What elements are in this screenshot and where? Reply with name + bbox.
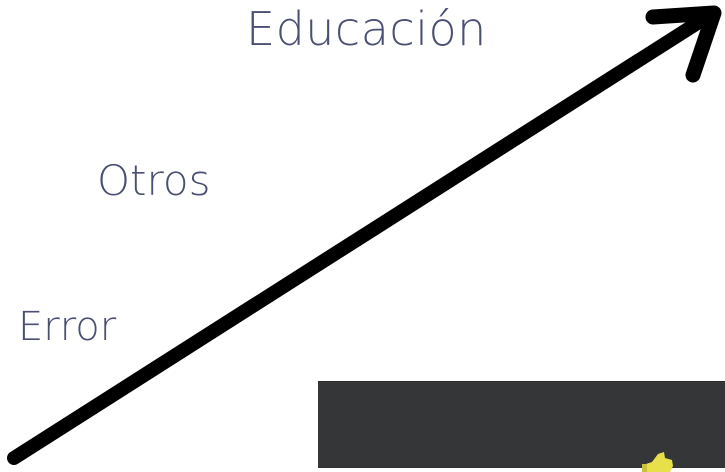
- label-otros: Otros: [97, 156, 211, 205]
- arrow-shaft: [7, 8, 717, 465]
- yellow-thumbs-up-icon: [642, 452, 673, 472]
- label-educacion: Educación: [246, 2, 487, 56]
- dark-image-panel: [318, 381, 725, 472]
- label-error: Error: [18, 304, 117, 350]
- arrow-head-icon: [645, 5, 722, 83]
